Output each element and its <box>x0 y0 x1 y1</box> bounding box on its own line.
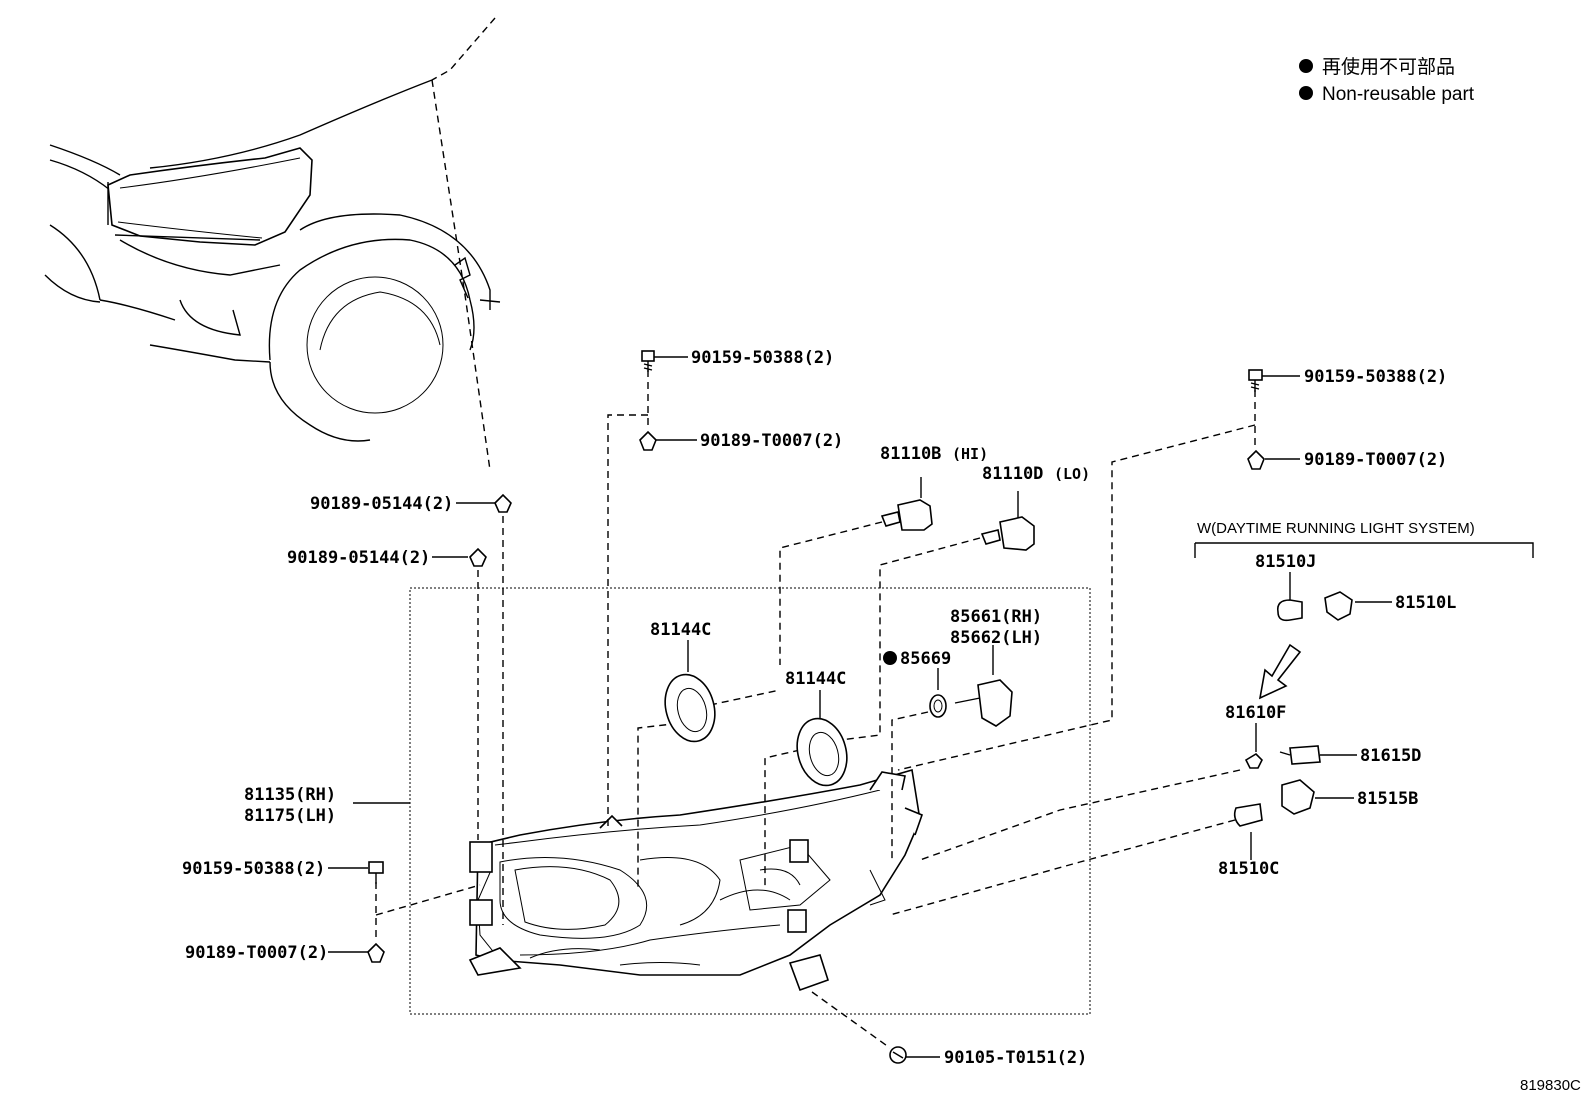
actuator-lh-label: 85662(LH) <box>950 628 1042 648</box>
side-socket-icon <box>1279 745 1321 765</box>
screw-top-b-label: 90159-50388(2) <box>1304 367 1447 387</box>
clip-left-icon <box>367 942 385 963</box>
turn-bulb-icon <box>1233 803 1263 827</box>
oring-icon <box>929 694 947 718</box>
headlamp-rh-label: 81135(RH) <box>244 785 336 805</box>
bulb-lo-icon <box>980 516 1035 551</box>
side-bulb-icon <box>1244 752 1263 769</box>
non-reusable-marker-icon <box>883 651 897 665</box>
screw-bottom-icon <box>889 1046 907 1064</box>
turn-bulb-label: 81510C <box>1218 859 1279 879</box>
illustration-code: 819830C <box>1520 1077 1581 1094</box>
cover-b-icon <box>796 717 848 787</box>
clip-top-b-label: 90189-T0007(2) <box>1304 450 1447 470</box>
screw-left-label: 90159-50388(2) <box>182 859 325 879</box>
screw-top-b-icon <box>1248 369 1263 392</box>
legend-ja: 再使用不可部品 <box>1322 56 1455 78</box>
clip-05144-b-label: 90189-05144(2) <box>287 548 430 568</box>
bulb-hi-suffix: (HI) <box>952 445 988 463</box>
vehicle-front-illustration <box>44 17 501 471</box>
clip-top-a-label: 90189-T0007(2) <box>700 431 843 451</box>
clip-05144-a-icon <box>494 493 512 513</box>
clip-top-b-icon <box>1247 449 1265 470</box>
side-bulb-label: 81610F <box>1225 703 1286 723</box>
clip-left-label: 90189-T0007(2) <box>185 943 328 963</box>
assembly-boundary-box <box>409 587 1091 1015</box>
headlamp-lh-label: 81175(LH) <box>244 806 336 826</box>
clip-05144-b-icon <box>469 547 487 567</box>
cover-a-label: 81144C <box>650 620 711 640</box>
drl-bulb-label: 81510J <box>1255 552 1316 572</box>
clip-top-a-icon <box>639 430 657 451</box>
non-reusable-marker-icon <box>1299 86 1313 100</box>
legend-en: Non-reusable part <box>1322 84 1475 105</box>
oring-label: 85669 <box>900 649 951 669</box>
side-socket-label: 81615D <box>1360 746 1421 766</box>
bulb-lo-label: 81110D <box>982 464 1043 484</box>
drl-header-label: W(DAYTIME RUNNING LIGHT SYSTEM) <box>1197 520 1475 537</box>
bulb-hi-label: 81110B <box>880 444 941 464</box>
actuator-icon <box>954 679 1013 727</box>
non-reusable-marker-icon <box>1299 59 1313 73</box>
leader-lines <box>328 356 1534 1058</box>
bulb-hi-icon <box>880 499 933 531</box>
actuator-rh-label: 85661(RH) <box>950 607 1042 627</box>
headlamp-assembly <box>468 768 924 992</box>
screw-top-a-icon <box>641 350 655 372</box>
bulb-lo-suffix: (LO) <box>1054 465 1090 483</box>
screw-top-a-label: 90159-50388(2) <box>691 348 834 368</box>
legend: 再使用不可部品 Non-reusable part <box>1299 56 1475 105</box>
cover-b-label: 81144C <box>785 669 846 689</box>
drl-socket-icon <box>1324 591 1353 621</box>
screw-bottom-label: 90105-T0151(2) <box>944 1048 1087 1068</box>
turn-socket-label: 81515B <box>1357 789 1418 809</box>
screw-left-icon <box>368 861 384 884</box>
drl-bulb-icon <box>1276 599 1303 622</box>
drl-socket-label: 81510L <box>1395 593 1456 613</box>
turn-socket-icon <box>1281 779 1315 815</box>
clip-05144-a-label: 90189-05144(2) <box>310 494 453 514</box>
cover-a-icon <box>664 673 716 743</box>
